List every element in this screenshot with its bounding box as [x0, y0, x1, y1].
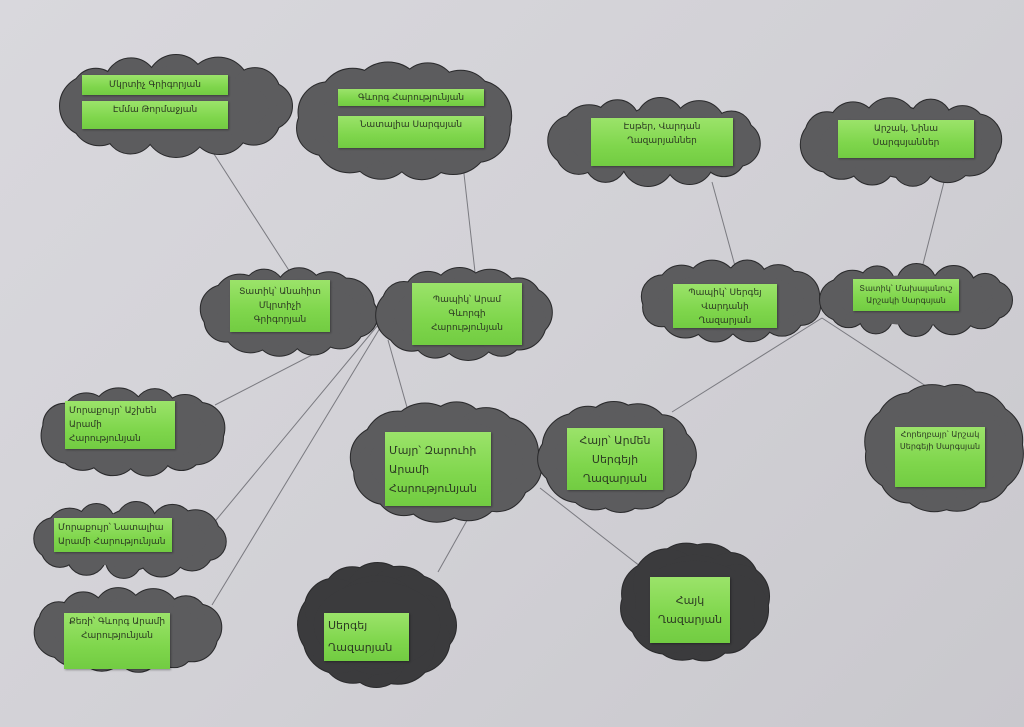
cloud-grandmother-anahit: Տատիկ՝ Անահիտ Մկրտիչի Գրիգորյան [199, 267, 379, 357]
link-grandparents-natalia [211, 324, 379, 526]
cloud-grandmother-makhalanush: Տատիկ՝ Մախալանուշ Արշակի Սարգսյան [819, 263, 1013, 337]
link-grigoryan-anahit [204, 139, 291, 273]
cloud-uncle-arshak: Հորեղբայր՝ Արշակ Սերգեյի Սարգսյան [864, 383, 1024, 513]
name-card: Հայր՝ Արմեն Սերգեյի Ղազարյան [567, 428, 663, 490]
name-card: Սերգեյ Ղազարյան [324, 613, 409, 661]
name-card: Պապիկ՝ Սերգեյ Վարդանի Ղազարյան [673, 284, 777, 328]
cloud-great-grandparents-sargsyan: Արշակ, Նինա Սարգսյաններ [799, 97, 1003, 187]
link-grandparents-gevorg [211, 327, 381, 606]
cloud-great-grandparents-harutyunyan: Գևորգ Հարությունյան Նատալիա Սարգսյան [295, 61, 513, 181]
name-card: Քեռի՝ Գևորգ Արամի Հարությունյան [64, 613, 170, 669]
link-parents-sergey [437, 514, 471, 573]
name-card: Մկրտիչ Գրիգորյան [82, 75, 228, 95]
name-card: Հորեղբայր՝ Արշակ Սերգեյի Սարգսյան [895, 427, 985, 487]
cloud-father-armen: Հայր՝ Արմեն Սերգեյի Ղազարյան [537, 401, 697, 513]
cloud-great-grandparents-grigoryan: Մկրտիչ Գրիգորյան Էմմա Թորմաջյան [59, 54, 294, 159]
name-card: Պապիկ՝ Արամ Գևորգի Հարությունյան [412, 283, 522, 345]
link-parents-hayk [539, 487, 646, 571]
cloud-mother-zaruhi: Մայր՝ Զարուհի Արամի Հարությունյան [349, 401, 543, 523]
link-grandparents-arshak [821, 317, 936, 393]
name-card: Տատիկ՝ Անահիտ Մկրտիչի Գրիգորյան [230, 280, 330, 332]
name-card: Էսթեր, Վարդան Ղազարյաններ [591, 118, 733, 166]
name-card: Մորաքույր՝ Աշխեն Արամի Հարությունյան [65, 401, 175, 449]
cloud-uncle-gevorg: Քեռի՝ Գևորգ Արամի Հարությունյան [33, 587, 223, 673]
cloud-great-grandparents-ghazaryan: Էսթեր, Վարդան Ղազարյաններ [547, 97, 761, 187]
name-card: Գևորգ Հարությունյան [338, 89, 484, 106]
name-card: Էմմա Թորմաջյան [82, 101, 228, 129]
link-grandparents-armen [671, 317, 823, 413]
cloud-child-hayk: Հայկ Ղազարյան [620, 542, 771, 662]
link-grandparents-zaruhi [387, 339, 411, 419]
cloud-child-sergey: Սերգեյ Ղազարյան [297, 562, 457, 688]
cloud-aunt-ashkhen: Մորաքույր՝ Աշխեն Արամի Հարությունյան [40, 387, 226, 477]
cloud-aunt-natalia: Մորաքույր՝ Նատալիա Արամի Հարությունյան [33, 501, 227, 579]
name-card: Մայր՝ Զարուհի Արամի Հարությունյան [385, 432, 491, 506]
name-card: Արշակ, Նինա Սարգսյաններ [838, 120, 974, 158]
name-card: Տատիկ՝ Մախալանուշ Արշակի Սարգսյան [853, 279, 959, 311]
name-card: Մորաքույր՝ Նատալիա Արամի Հարությունյան [54, 518, 172, 552]
link-ghazaryan-sergey [711, 181, 736, 267]
cloud-grandfather-sergey: Պապիկ՝ Սերգեյ Վարդանի Ղազարյան [640, 259, 822, 343]
link-harutyunyan-aram [462, 164, 476, 273]
cloud-grandfather-aram: Պապիկ՝ Արամ Գևորգի Հարությունյան [375, 267, 553, 361]
link-sargsyan-makhalanush [921, 177, 946, 269]
name-card: Նատալիա Սարգսյան [338, 116, 484, 148]
name-card: Հայկ Ղազարյան [650, 577, 730, 643]
